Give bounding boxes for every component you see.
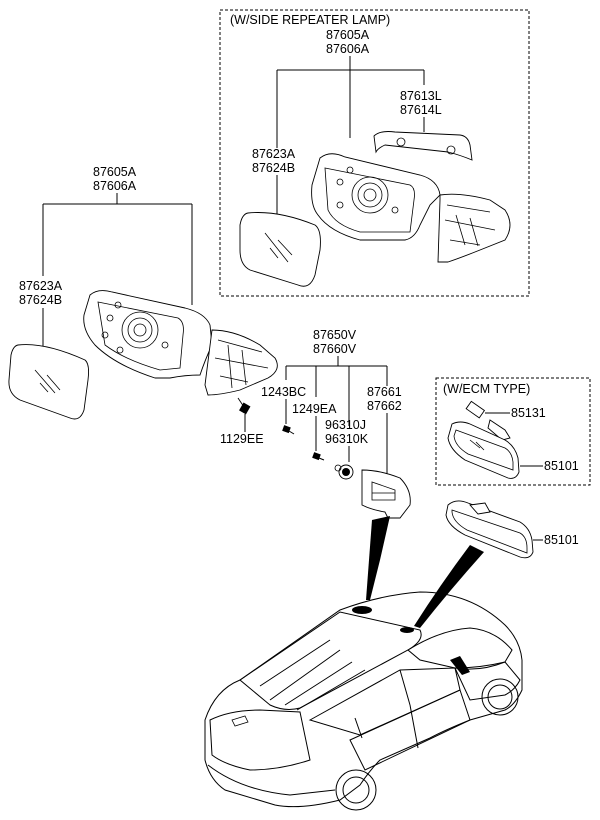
part-label-87605a-box: 87605A xyxy=(326,28,370,42)
part-label-96310k: 96310K xyxy=(325,432,369,446)
pointer-arrow-cover xyxy=(366,516,390,600)
part-label-87605a: 87605A xyxy=(93,165,137,179)
dashed-box-border xyxy=(219,9,530,297)
mirror-housing-part xyxy=(83,290,278,396)
box-title: (W/SIDE REPEATER LAMP) xyxy=(230,13,390,27)
part-label-87613l: 87613L xyxy=(400,89,442,103)
part-label-1243bc: 1243BC xyxy=(261,385,306,399)
leader-lines xyxy=(285,356,388,426)
part-label-87623a-box: 87623A xyxy=(252,147,296,161)
clip-part xyxy=(334,464,354,480)
box-title: (W/ECM TYPE) xyxy=(443,382,530,396)
ecm-type-box: (W/ECM TYPE) 85131 85101 xyxy=(435,377,591,486)
part-label-87624b: 87624B xyxy=(19,293,62,307)
mirror-housing-part-box xyxy=(311,153,511,263)
part-label-1249ea: 1249EA xyxy=(292,402,337,416)
outside-mirror-marker xyxy=(450,656,470,675)
part-label-87606a-box: 87606A xyxy=(326,42,370,56)
connector-part xyxy=(465,400,511,441)
inside-mirror-part xyxy=(445,500,534,559)
main-outside-mirror-group: 87605A 87606A 87623A 87624B xyxy=(8,165,278,446)
inside-mirror-marker xyxy=(400,627,414,633)
part-label-87650v: 87650V xyxy=(313,328,357,342)
part-label-87661: 87661 xyxy=(367,385,402,399)
repeater-lamp-part xyxy=(373,131,473,161)
part-label-85101-ecm: 85101 xyxy=(544,459,579,473)
roof-cover-marker xyxy=(352,606,372,614)
screw-part-1129ee xyxy=(237,397,251,415)
mirror-glass-part xyxy=(8,344,90,420)
cover-assembly-group: 87650V 87660V 1243BC 1249EA 96310J 96310… xyxy=(261,328,411,519)
inside-mirror-ecm-part xyxy=(447,421,520,479)
cover-part xyxy=(361,469,411,519)
part-label-87614l: 87614L xyxy=(400,103,442,117)
part-label-85131: 85131 xyxy=(511,406,546,420)
side-repeater-lamp-box: (W/SIDE REPEATER LAMP) 87605A 87606A 876… xyxy=(219,9,530,297)
part-label-87624b-box: 87624B xyxy=(252,161,295,175)
mirror-glass-part-box xyxy=(239,212,321,287)
screw-part-1249ea xyxy=(312,452,325,461)
part-label-87606a: 87606A xyxy=(93,179,137,193)
vehicle-illustration xyxy=(204,591,523,811)
dashed-box-border xyxy=(435,377,591,486)
leader-lines xyxy=(42,193,193,305)
part-label-87660v: 87660V xyxy=(313,342,357,356)
part-label-85101: 85101 xyxy=(544,533,579,547)
leader-lines xyxy=(276,56,425,148)
pointer-arrow-inside-mirror xyxy=(414,545,484,628)
part-label-87623a: 87623A xyxy=(19,279,63,293)
part-label-1129ee: 1129EE xyxy=(220,432,264,446)
part-label-96310j: 96310J xyxy=(325,418,366,432)
screw-part-1243bc xyxy=(282,425,295,435)
part-label-87662: 87662 xyxy=(367,399,402,413)
